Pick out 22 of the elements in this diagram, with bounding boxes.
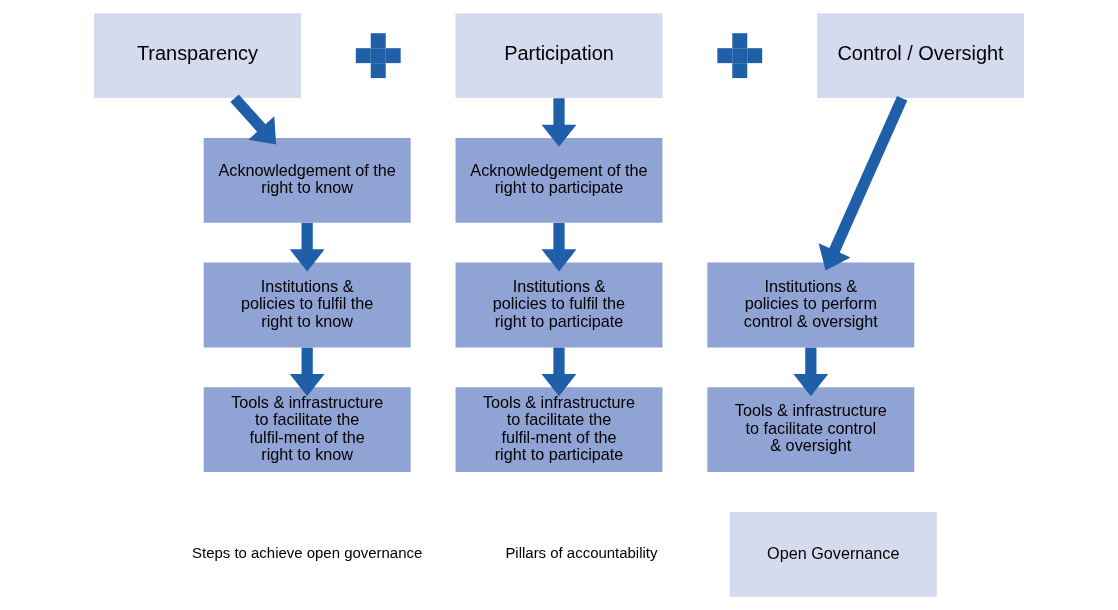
node-box: Acknowledgement of the right to participate [455,137,663,223]
arrow [289,347,325,397]
node-box: Tools & infrastructure to facilitate control & oversight [707,387,915,473]
node-box: Transparency [94,13,301,99]
node-box: Institutions & policies to fulfil the right to know [203,262,411,348]
arrow [793,347,829,397]
arrow [541,347,577,397]
node-box: Acknowledgement of the right to know [203,137,411,223]
label: Steps to achieve open governance [192,544,423,562]
node-box: Open Governance [729,511,937,597]
node-box: Institutions & policies to fulfil the right to participate [455,262,663,348]
node-box: Tools & infrastructure to facilitate the fulfil-ment of the right to participate [455,387,663,473]
node-box: Control / Oversight [817,13,1024,99]
node-box: Institutions & policies to perform control & oversight [707,262,915,348]
arrow [541,98,577,147]
node-box: Participation [455,13,663,99]
arrow [289,222,325,272]
arrow [541,222,577,272]
label: Pillars of accountability [505,544,658,562]
arrow [230,94,277,145]
arrow [818,95,908,271]
node-box: Tools & infrastructure to facilitate the fulfil-ment of the right to know [203,387,411,473]
